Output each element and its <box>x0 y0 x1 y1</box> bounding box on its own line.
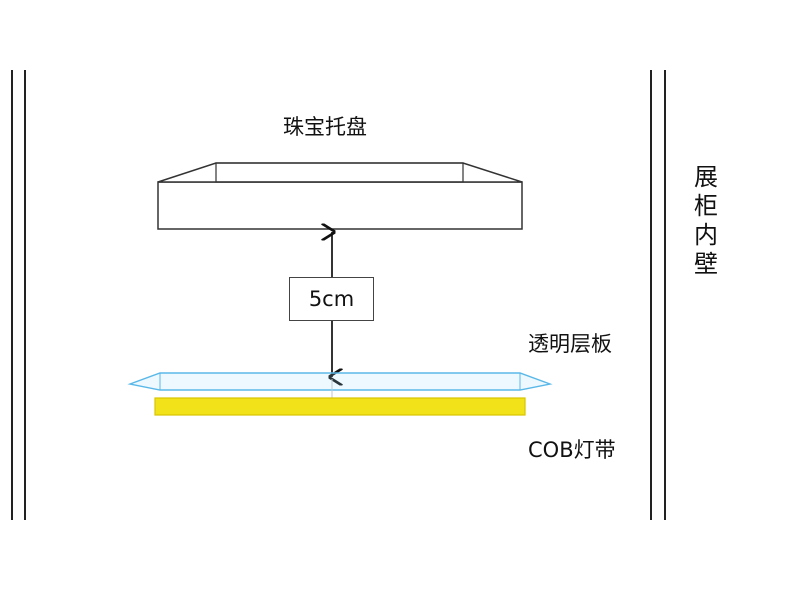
jewelry-tray <box>157 162 523 230</box>
cob-strip-label: COB灯带 <box>528 438 616 462</box>
cob-light-strip <box>154 397 526 416</box>
cabinet-wall-label: 展柜内壁 <box>694 163 718 278</box>
transparent-shelf <box>127 372 553 398</box>
distance-label: 5cm <box>289 277 374 321</box>
tray-label: 珠宝托盘 <box>283 115 367 139</box>
shelf-label: 透明层板 <box>528 332 612 356</box>
